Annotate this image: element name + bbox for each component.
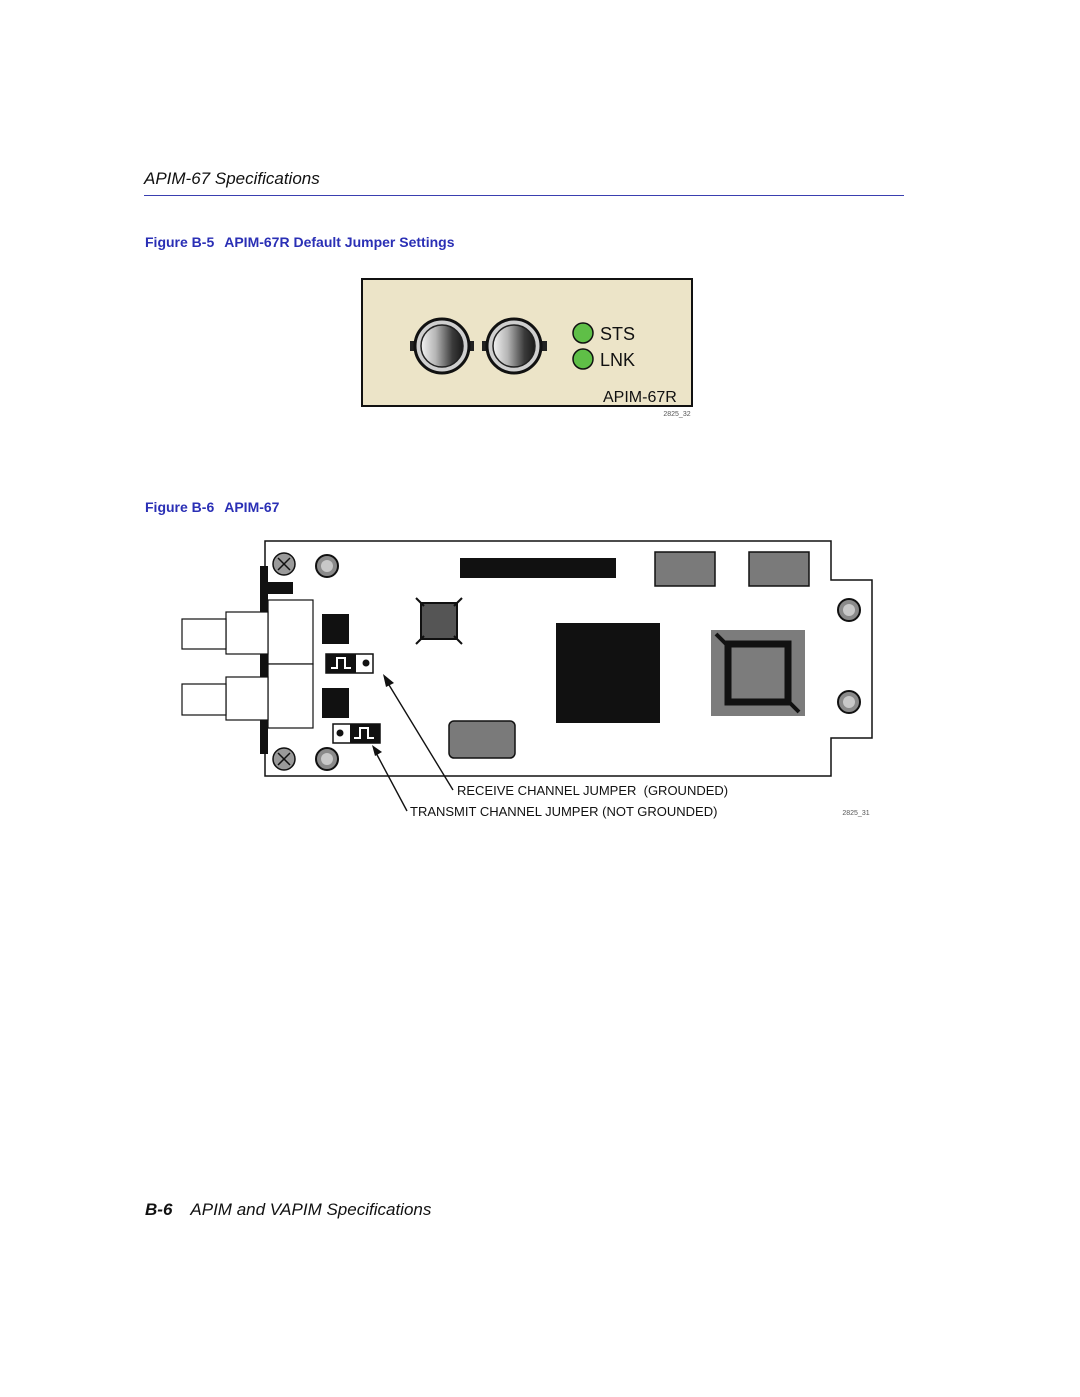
small-chip [415,597,463,645]
figure-b6-title: APIM-67 [224,499,280,515]
component-pad-left [654,551,716,587]
page-footer: B-6 APIM and VAPIM Specifications [145,1200,431,1220]
callout-arrows [374,679,454,812]
component-pad-right [748,551,810,587]
arrowheads [372,674,394,756]
sts-led [572,322,594,344]
receive-transformer [322,614,349,644]
edge-header [460,558,616,578]
footer-title: APIM and VAPIM Specifications [190,1200,432,1219]
front-bracket [260,566,268,754]
figure-b6-artwork-id: 2825_31 [842,810,869,817]
lnk-led [572,348,594,370]
transmit-jumper-callout: TRANSMIT CHANNEL JUMPER (NOT GROUNDED) [410,804,717,819]
figure-b5-caption: Figure B-5 APIM-67R Default Jumper Settin… [145,234,455,250]
header-rule [144,195,904,196]
bnc-connector-left [410,317,474,375]
lnk-label: LNK [600,350,635,370]
bnc-connector-right [482,317,547,375]
figure-b5-number: Figure B-5 [145,234,215,250]
page-number: B-6 [145,1200,173,1219]
mounting-screws [272,552,296,771]
module-label: APIM-67R [603,389,677,406]
transmit-channel-jumper [332,723,381,744]
transmit-transformer [322,688,349,718]
sts-label: STS [600,324,635,344]
figure-b6-caption: Figure B-6 APIM-67 [145,499,279,515]
crystal-oscillator [448,720,516,759]
bracket-tab [268,582,293,594]
receive-jumper-callout: RECEIVE CHANNEL JUMPER (GROUNDED) [457,783,728,798]
mounting-holes [315,554,861,771]
receive-channel-jumper [325,653,374,674]
main-processor-chip [556,623,660,723]
connector-housings [181,599,314,729]
figure-b5-artwork-id: 2825_32 [663,411,690,418]
section-title: APIM-67 Specifications [144,169,320,188]
socketed-chip [711,630,805,716]
figure-b6-number: Figure B-6 [145,499,215,515]
figure-b5-title: APIM-67R Default Jumper Settings [224,234,455,250]
